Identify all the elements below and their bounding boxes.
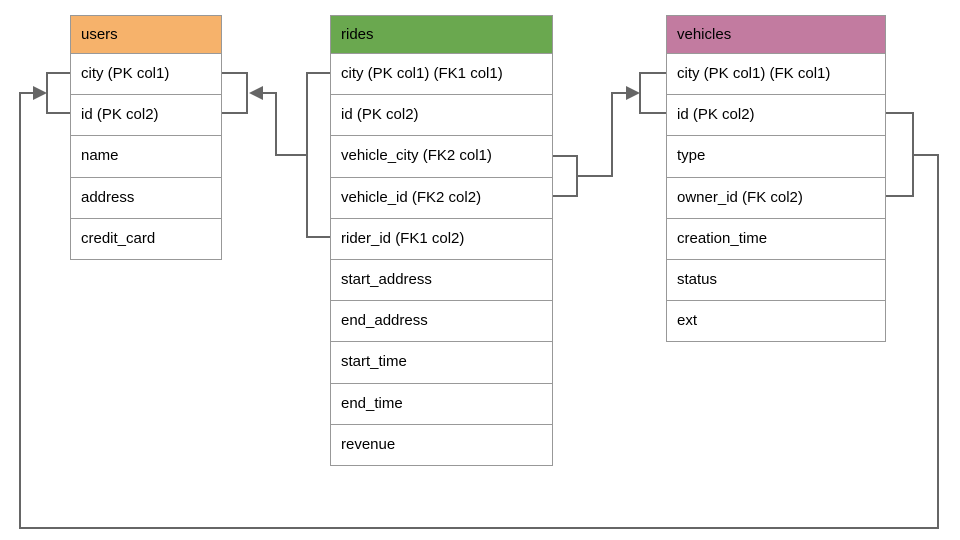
table-vehicles-row-status: status bbox=[667, 258, 885, 301]
table-users-row-id: id (PK col2) bbox=[71, 94, 221, 136]
table-vehicles-header: vehicles bbox=[667, 16, 885, 53]
table-vehicles-row-type: type bbox=[667, 135, 885, 177]
table-rides-row-revenue: revenue bbox=[331, 423, 552, 465]
table-rides-row-end-address: end_address bbox=[331, 300, 552, 342]
table-users-row-address: address bbox=[71, 176, 221, 218]
table-rides-row-end-time: end_time bbox=[331, 382, 552, 424]
table-rides-row-city: city (PK col1) (FK1 col1) bbox=[331, 53, 552, 95]
rel-rides-users-bracket-users bbox=[222, 72, 248, 114]
table-vehicles-row-owner-id: owner_id (FK col2) bbox=[667, 176, 885, 218]
table-rides-row-rider-id: rider_id (FK1 col2) bbox=[331, 217, 552, 259]
table-vehicles-row-id: id (PK col2) bbox=[667, 94, 885, 136]
table-users-row-name: name bbox=[71, 135, 221, 177]
table-vehicles: vehicles city (PK col1) (FK col1) id (PK… bbox=[666, 15, 886, 343]
arrowhead-to-users-from-rides bbox=[249, 86, 263, 100]
table-rides-row-start-address: start_address bbox=[331, 258, 552, 301]
rel-vehicles-users-bracket-users bbox=[46, 72, 70, 114]
table-rides: rides city (PK col1) (FK1 col1) id (PK c… bbox=[330, 15, 553, 466]
table-users-row-city: city (PK col1) bbox=[71, 53, 221, 95]
arrowhead-to-vehicles-from-rides bbox=[626, 86, 640, 100]
table-rides-header: rides bbox=[331, 16, 552, 53]
table-users-row-credit-card: credit_card bbox=[71, 217, 221, 259]
table-rides-row-start-time: start_time bbox=[331, 341, 552, 383]
table-rides-row-id: id (PK col2) bbox=[331, 94, 552, 136]
rel-rides-vehicles-bracket-vehicles bbox=[639, 72, 666, 114]
table-rides-row-vehicle-id: vehicle_id (FK2 col2) bbox=[331, 176, 552, 218]
rel-rides-vehicles-bracket-rides bbox=[553, 92, 627, 197]
table-vehicles-row-ext: ext bbox=[667, 300, 885, 342]
table-vehicles-row-city: city (PK col1) (FK col1) bbox=[667, 53, 885, 95]
relationship-arrowheads-group bbox=[33, 86, 640, 100]
table-rides-row-vehicle-city: vehicle_city (FK2 col1) bbox=[331, 135, 552, 177]
table-users-header: users bbox=[71, 16, 221, 53]
rel-vehicles-users-bracket-vehicles bbox=[19, 92, 939, 529]
rel-rides-users-bracket-rides bbox=[262, 72, 330, 238]
table-users: users city (PK col1) id (PK col2) name a… bbox=[70, 15, 222, 260]
table-vehicles-row-creation-time: creation_time bbox=[667, 217, 885, 259]
arrowhead-to-users-from-vehicles bbox=[33, 86, 47, 100]
